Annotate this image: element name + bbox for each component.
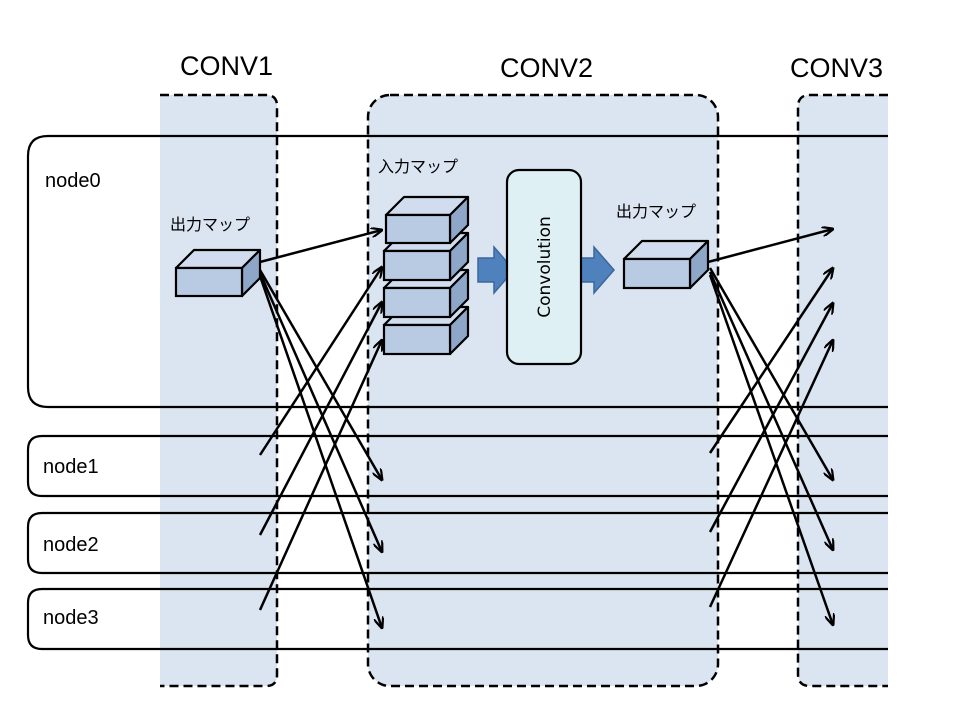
- conv2-to-conv3-connections: [707, 229, 833, 625]
- block-arrow-icon: [477, 244, 515, 296]
- conv2-input-map-stack: [382, 195, 470, 356]
- conv1-output-map-label: 出力マップ: [170, 215, 250, 234]
- conv2-output-map-block: [622, 239, 710, 290]
- convolution-box: [505, 168, 583, 366]
- connection-arrow: [708, 274, 833, 625]
- conv2-input-map-label: 入力マップ: [378, 157, 458, 176]
- connection-arrow: [258, 275, 382, 628]
- input-map-block: [384, 195, 470, 245]
- node0-label: node0: [45, 170, 101, 192]
- connection-arrow: [708, 303, 833, 533]
- node1-lane: [26, 434, 888, 498]
- node2-label: node2: [43, 534, 99, 556]
- conv1-title: CONV1: [180, 51, 273, 81]
- node3-label: node3: [43, 607, 99, 629]
- connection-arrow: [259, 230, 382, 264]
- conv2-title: CONV2: [500, 53, 593, 83]
- connection-arrow: [258, 340, 382, 611]
- node1-label: node1: [43, 456, 99, 478]
- conv1-column: [160, 93, 279, 688]
- conv1-output-map-block: [174, 248, 262, 298]
- convolution-label: Convolution: [535, 216, 555, 318]
- connection-arrow: [258, 302, 382, 536]
- connection-arrow: [708, 271, 833, 550]
- connection-arrow: [708, 268, 833, 454]
- connection-arrow: [258, 267, 382, 456]
- connection-arrow: [708, 267, 833, 480]
- node0-lane: [26, 134, 888, 409]
- conv3-column: [796, 93, 888, 688]
- node3-lane: [26, 587, 888, 651]
- connection-arrow: [258, 269, 382, 480]
- conv1-to-conv2-connections: [258, 230, 382, 628]
- connection-arrow: [708, 340, 833, 608]
- connection-arrow: [707, 229, 833, 264]
- conv3-title: CONV3: [790, 53, 883, 83]
- node2-lane: [26, 511, 888, 575]
- conv2-output-map-label: 出力マップ: [616, 202, 696, 221]
- connection-arrow: [258, 272, 382, 552]
